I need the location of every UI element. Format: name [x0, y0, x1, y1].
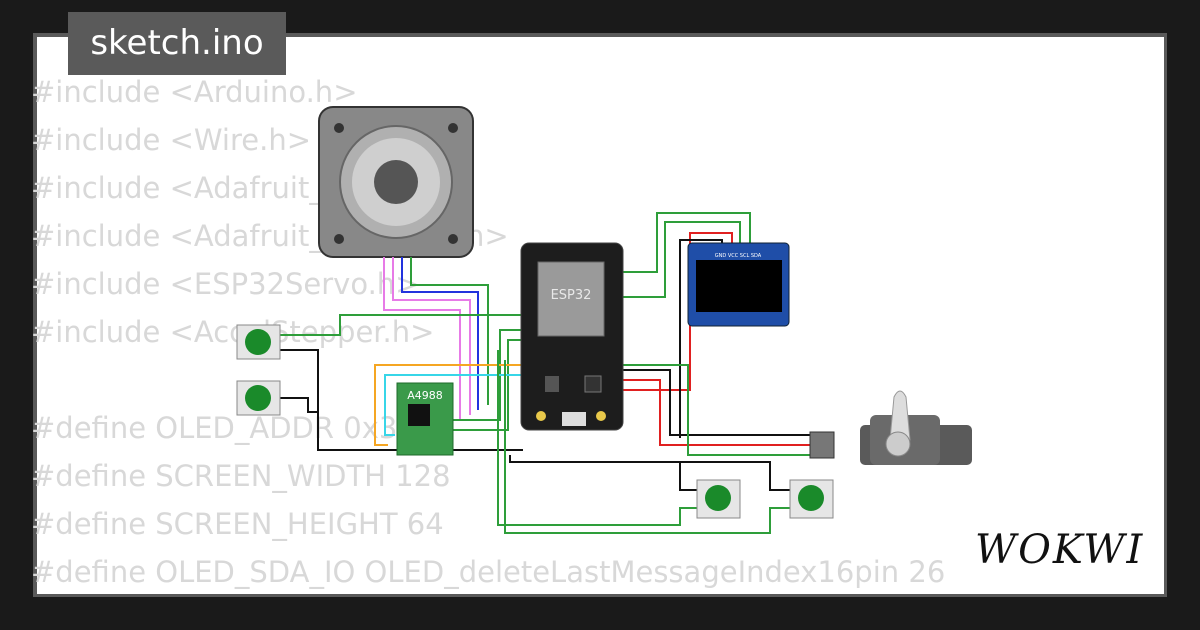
- oled-display[interactable]: GND VCC SCL SDA: [687, 242, 790, 327]
- esp32-label: ESP32: [551, 288, 592, 303]
- push-button[interactable]: [789, 479, 834, 519]
- a4988-driver[interactable]: A4988: [396, 382, 454, 456]
- code-line: #define OLED_SDA_IO OLED_deleteLastMessa…: [31, 555, 946, 589]
- servo-motor[interactable]: [809, 390, 972, 465]
- code-line: #define SCREEN_HEIGHT 64: [31, 507, 444, 541]
- wires: [280, 212, 810, 534]
- file-tab[interactable]: sketch.ino: [68, 12, 286, 75]
- wokwi-logo: WOKWI: [975, 527, 1145, 573]
- code-line: #define SCREEN_WIDTH 128: [31, 459, 451, 493]
- oled-pin-labels: GND VCC SCL SDA: [715, 253, 762, 259]
- push-button[interactable]: [236, 380, 281, 416]
- code-line: #include <Arduino.h>: [31, 75, 358, 109]
- push-button[interactable]: [236, 324, 281, 360]
- code-line: #include <AccelStepper.h>: [31, 315, 435, 349]
- push-button[interactable]: [696, 479, 741, 519]
- esp32-board[interactable]: ESP32: [520, 242, 624, 431]
- driver-label: A4988: [407, 389, 443, 402]
- stepper-motor[interactable]: [318, 106, 474, 258]
- code-line: #include <Wire.h>: [31, 123, 312, 157]
- code-line: #include <ESP32Servo.h>: [31, 267, 420, 301]
